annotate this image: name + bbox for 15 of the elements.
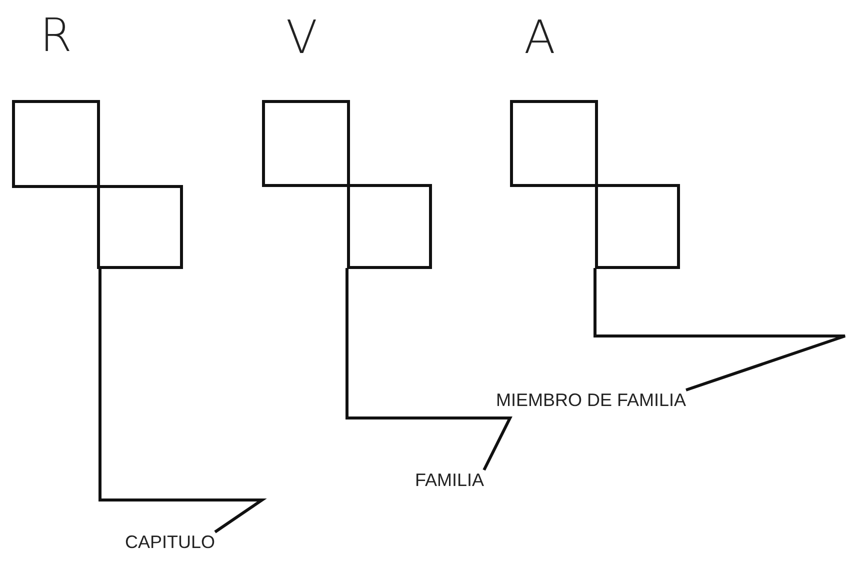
code-box [12,100,100,188]
category-label: MIEMBRO DE FAMILIA [496,390,686,411]
code-box [347,184,432,269]
column-letter: R [40,12,72,58]
category-label: CAPITULO [125,532,216,553]
column-letter: V [286,14,318,60]
leader-line [346,268,512,471]
leader-line [98,268,267,534]
column-letter: A [524,14,556,60]
code-box [510,100,598,187]
code-box [262,100,350,187]
category-label: FAMILIA [415,470,484,491]
code-box [97,185,183,269]
leader-line [594,268,846,392]
code-box [595,184,680,269]
